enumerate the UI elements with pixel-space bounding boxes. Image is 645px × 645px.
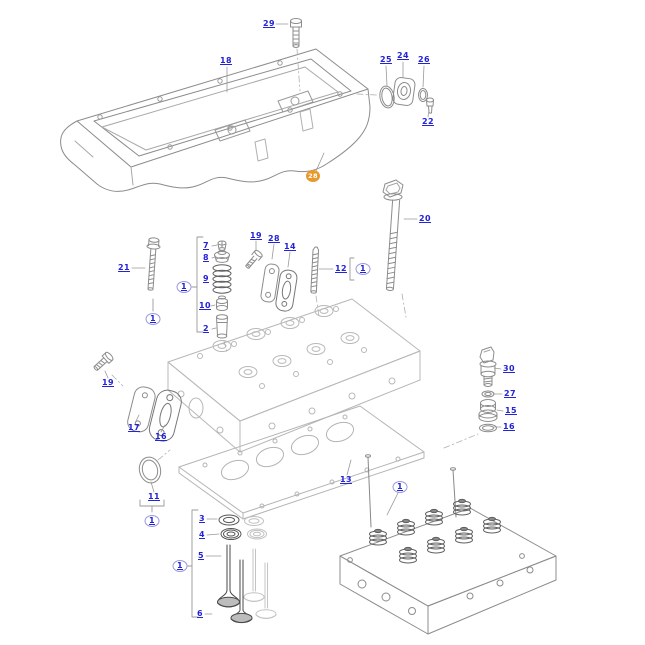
callout-5[interactable]: 5 [198,551,204,560]
callout-4[interactable]: 4 [199,530,205,539]
assembly-ref-1-seal11[interactable]: 1 [144,515,160,527]
stud-12-drawing [310,246,320,294]
assembled-head-drawing [339,454,557,635]
assembly-ref-1-stud12[interactable]: 1 [355,263,371,275]
plug-sensor-parts-drawing [478,346,498,433]
bolt-20-drawing [382,179,404,292]
assembly-ref-1-valvetrain[interactable]: 1 [176,281,192,293]
cylinder-head-ghost-drawing [167,298,421,453]
callout-9[interactable]: 9 [203,274,209,283]
callout-3[interactable]: 3 [199,514,205,523]
callout-19-top[interactable]: 19 [250,231,262,240]
valve-train-parts-drawing [212,240,232,339]
callout-24[interactable]: 24 [397,51,409,60]
callout-10[interactable]: 10 [199,301,211,310]
callout-25[interactable]: 25 [380,55,392,64]
axis-lines [111,48,479,461]
valves-drawing [217,514,277,624]
callout-29[interactable]: 29 [263,19,275,28]
mounting-bracket-parts-drawing [93,351,182,484]
callout-26[interactable]: 26 [418,55,430,64]
stud-21-drawing [146,237,161,291]
callout-30[interactable]: 30 [503,364,515,373]
callout-13[interactable]: 13 [340,475,352,484]
leader-lines [104,23,504,615]
assembly-ref-1-stud21[interactable]: 1 [145,313,161,325]
callout-19-left[interactable]: 19 [102,378,114,387]
callout-22[interactable]: 22 [422,117,434,126]
callout-12[interactable]: 12 [335,264,347,273]
callout-18[interactable]: 18 [220,56,232,65]
callout-11[interactable]: 11 [148,492,160,501]
assembly-brackets [139,236,355,618]
callout-8[interactable]: 8 [203,253,209,262]
callout-21[interactable]: 21 [118,263,130,272]
callout-7[interactable]: 7 [203,241,209,250]
callout-20[interactable]: 20 [419,214,431,223]
callout-28-mid[interactable]: 28 [268,234,280,243]
callout-14[interactable]: 14 [284,242,296,251]
callout-27[interactable]: 27 [504,389,516,398]
assembly-ref-1-valves[interactable]: 1 [172,560,188,572]
callout-2[interactable]: 2 [203,324,209,333]
callout-15[interactable]: 15 [505,406,517,415]
assembly-ref-1-head[interactable]: 1 [392,481,408,493]
head-gasket-drawing [178,405,425,520]
callout-6[interactable]: 6 [197,609,203,618]
callout-16-left[interactable]: 16 [155,432,167,441]
callout-16-right[interactable]: 16 [503,422,515,431]
highlighted-callout-28[interactable]: 28 [306,170,320,182]
callout-17[interactable]: 17 [128,423,140,432]
breather-parts-drawing [379,77,434,114]
bracket-group-drawing [245,249,298,312]
bolt-29-drawing [290,18,302,48]
valve-cover-drawing [60,48,371,192]
